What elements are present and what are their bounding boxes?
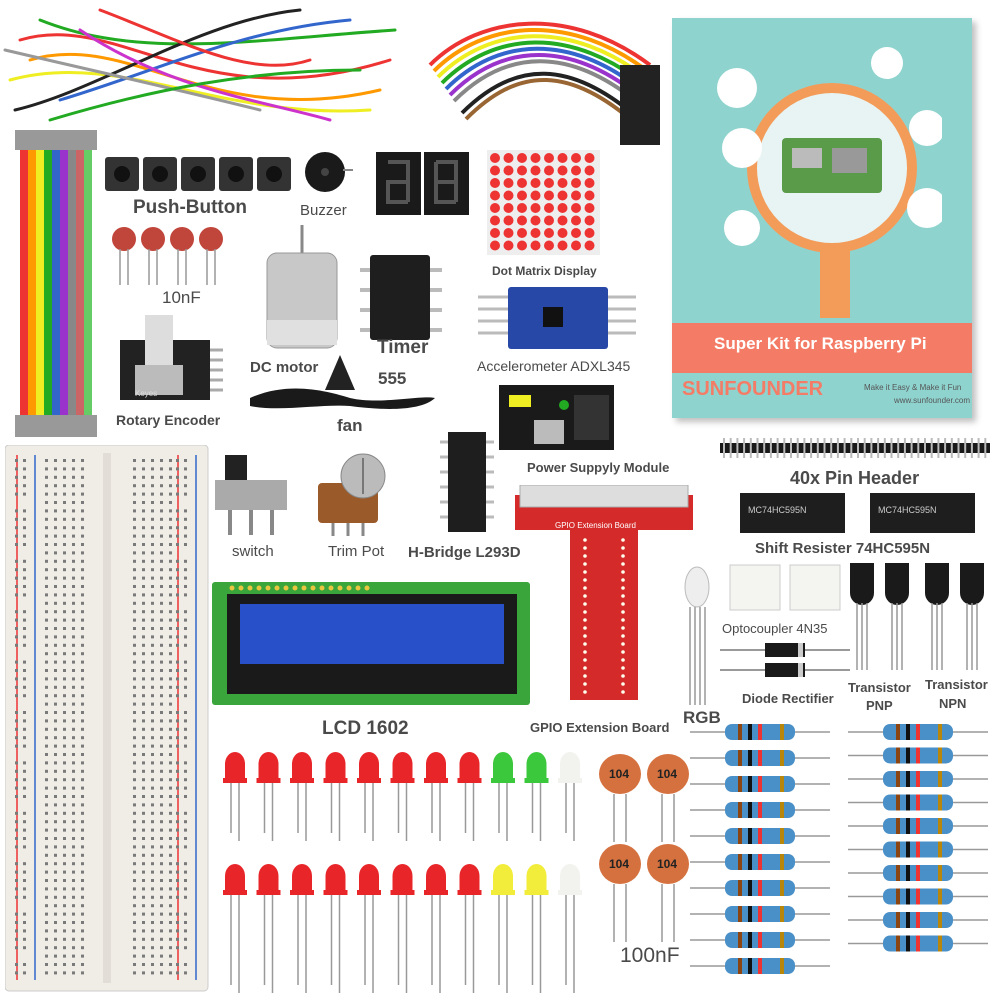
shift-register-chips [740,493,975,533]
resistors-left-column [690,724,830,974]
ceramic-capacitors-100nf [599,754,689,942]
transistor-pnp-label-2: PNP [866,698,893,713]
dc-motor [266,225,338,349]
power-supply-label: Power Suppyly Module [527,460,670,475]
fan-propeller [250,355,435,409]
dc-motor-label: DC motor [250,359,319,376]
shift-chip-2-text: MC74HC595N [878,505,937,515]
jumper-wires-male [3,8,397,122]
rgb-led [684,566,710,705]
book-tagline: Make it Easy & Make it Fun [864,383,962,392]
push-buttons [105,155,295,195]
rainbow-ribbon-cable [15,130,97,437]
resistors-right-column [848,724,988,952]
dot-matrix-display [487,150,600,255]
trim-pot [318,453,386,536]
ceramic-capacitors-10nf [112,227,223,285]
led-row-bottom [223,864,582,993]
gpio-extension-board [515,485,693,700]
breadboard [5,445,209,992]
book-title: Super Kit for Raspberry Pi [714,334,927,353]
transistor-npn-label-1: Transistor [925,677,988,692]
rotary-encoder-module [120,315,223,400]
book-brand: SUNFOUNDER [682,378,824,400]
slide-switch [215,455,287,535]
accelerometer-module [478,287,636,349]
timer-555-label: 555 [378,369,407,388]
shift-register-label: Shift Resister 74HC595N [755,540,931,557]
magnifier-illustration [717,47,942,318]
gpio-board-label: GPIO Extension Board [530,720,670,735]
buzzer-component [305,152,353,192]
transistor-pnp-label-1: Transistor [848,680,911,695]
h-bridge-label: H-Bridge L293D [408,544,521,561]
cap-100nf-label: 100nF [620,944,680,967]
encoder-brand: Keyes [135,389,158,398]
fan-label: fan [337,416,363,435]
cap-10nf-label: 10nF [162,288,201,307]
book-banner [672,323,972,373]
jumper-wires-ribbon [428,21,660,145]
optocoupler-chips [729,564,841,611]
timer-label: Timer [377,337,429,358]
seven-segment-displays [376,152,469,215]
cap-code-4: 104 [657,857,678,871]
led-row-top [223,752,582,841]
optocoupler-label: Optocoupler 4N35 [722,621,828,636]
kit-manual-book: Super Kit for Raspberry Pi SUNFOUNDER Ma… [672,18,972,418]
switch-label: switch [232,543,274,560]
rotary-encoder-label: Rotary Encoder [116,412,221,428]
transistors [850,563,984,670]
diode-rectifiers [720,643,850,677]
diode-label: Diode Rectifier [742,691,834,706]
cap-code-1: 104 [609,767,630,781]
dot-matrix-label: Dot Matrix Display [492,264,597,278]
trim-pot-label: Trim Pot [328,543,385,560]
pin-header-label: 40x Pin Header [790,468,920,488]
book-url: www.sunfounder.com [894,396,971,405]
pin-header-40x [720,438,990,458]
cap-code-3: 104 [609,857,630,871]
power-supply-module [499,385,614,450]
shift-chip-1-text: MC74HC595N [748,505,807,515]
h-bridge-chip [440,432,494,532]
buzzer-label: Buzzer [300,202,347,219]
transistor-npn-label-2: NPN [939,696,967,711]
accelerometer-label: Accelerometer ADXL345 [477,358,631,374]
push-button-label: Push-Button [133,197,247,218]
lcd-1602 [212,582,530,705]
timer-555-chip [360,255,442,340]
rgb-label: RGB [683,708,721,727]
cap-code-2: 104 [657,767,678,781]
gpio-board-header-text: GPIO Extension Board [555,521,636,530]
lcd-label: LCD 1602 [322,718,409,739]
